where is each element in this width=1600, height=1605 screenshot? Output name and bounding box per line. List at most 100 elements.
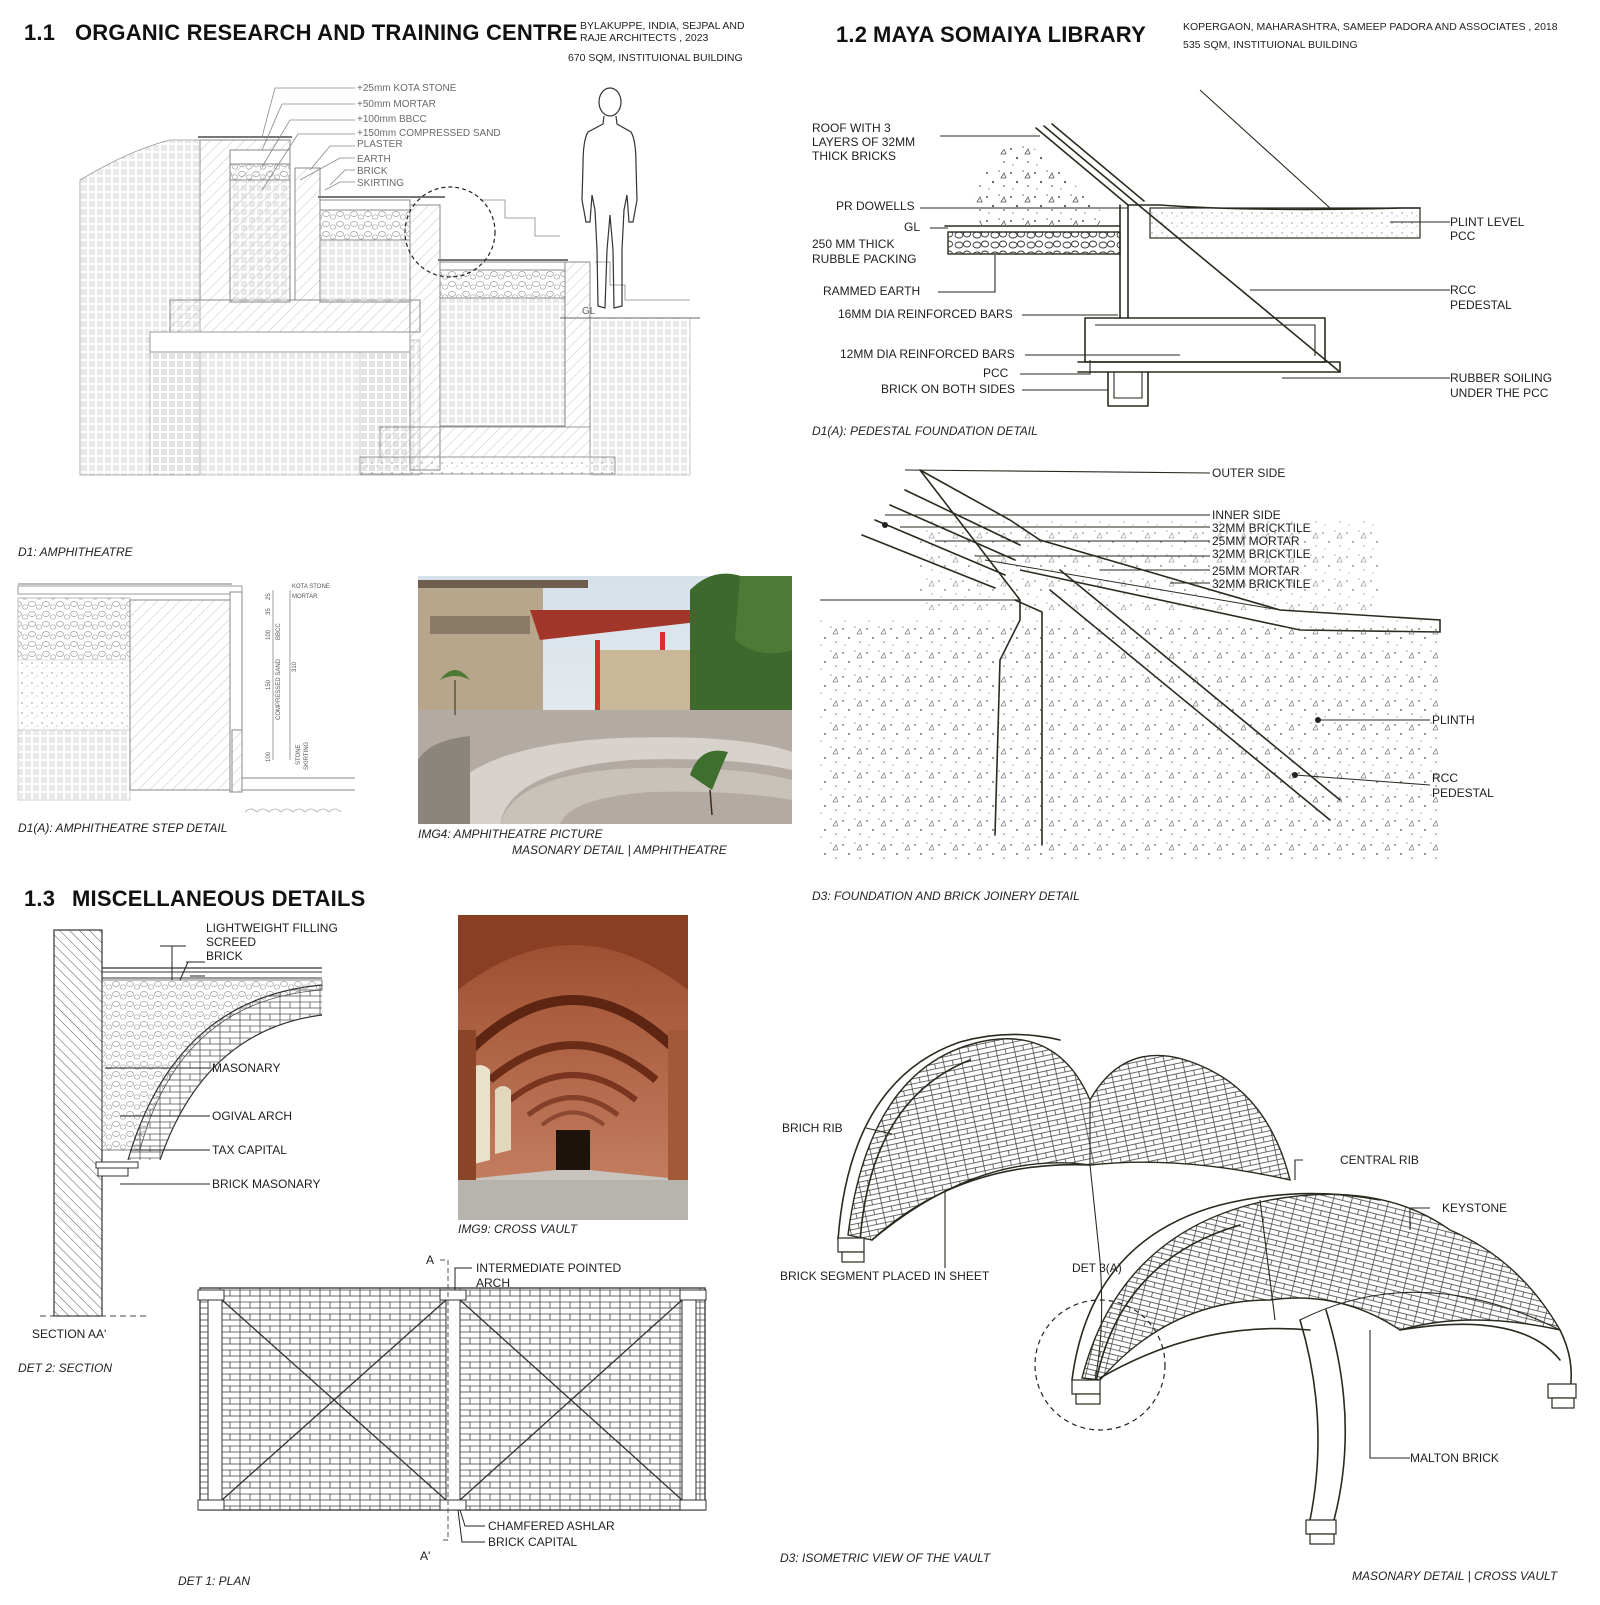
label-rubber-soiling: UNDER THE PCC [1450, 386, 1549, 400]
step-label: BBCC [276, 623, 282, 640]
label-masonary: MASONARY [212, 1061, 280, 1075]
brick-joinery-sketch [820, 469, 1441, 860]
pedestal-foundation-sketch [920, 89, 1450, 407]
label-inner-side: INNER SIDE [1212, 508, 1281, 522]
arch-labels: LIGHTWEIGHT FILLING SCREED BRICK MASONAR… [206, 921, 338, 1191]
label-rubber-soiling: RUBBER SOILING [1450, 371, 1552, 385]
amphitheatre-section-drawing [79, 87, 700, 476]
s3-footer-caption: MASONARY DETAIL | CROSS VAULT [1352, 1569, 1559, 1583]
label-intermediate-arch: INTERMEDIATE POINTED [476, 1261, 621, 1275]
label-plinth: PLINTH [1432, 713, 1475, 727]
label-rcc-pedestal: PEDESTAL [1432, 786, 1494, 800]
label-rcc-pedestal: RCC [1450, 283, 1476, 297]
vault-plan-drawing [197, 1259, 707, 1543]
label-intermediate-arch: ARCH [476, 1276, 510, 1290]
label-lightweight-filling: LIGHTWEIGHT FILLING [206, 921, 338, 935]
step-dimension-labels: 25 35 100 150 310 100 KOTA STONE MORTAR … [266, 584, 330, 770]
label-dowells: PR DOWELLS [836, 199, 915, 213]
label-bricktile: 32MM BRICKTILE [1212, 521, 1311, 535]
s1-meta-line3: 670 SQM, INSTITUIONAL BUILDING [568, 52, 743, 64]
s1-layer-label: +150mm COMPRESSED SAND [357, 128, 501, 139]
label-ogival-arch: OGIVAL ARCH [212, 1109, 292, 1123]
step-dim: 25 [266, 593, 272, 600]
s2-number: 1.2 [836, 22, 867, 47]
label-screed: SCREED [206, 935, 256, 949]
label-gl: GL [904, 220, 920, 234]
label-bricktile: 32MM BRICKTILE [1212, 547, 1311, 561]
cross-vault-photo [458, 915, 688, 1220]
label-roof: ROOF WITH 3 [812, 121, 891, 135]
s3-number: 1.3 [24, 886, 55, 911]
label-rcc-pedestal: RCC [1432, 771, 1458, 785]
label-rubble: RUBBLE PACKING [812, 252, 916, 266]
label-outer-side: OUTER SIDE [1212, 466, 1285, 480]
label-roof: THICK BRICKS [812, 149, 896, 163]
vault-labels: BRICH RIB CENTRAL RIB KEYSTONE BRICK SEG… [780, 1121, 1507, 1465]
s3-caption-det2: DET 2: SECTION [18, 1361, 112, 1375]
joinery-labels: OUTER SIDE INNER SIDE 32MM BRICKTILE 25M… [1212, 466, 1494, 800]
label-roof: LAYERS OF 32MM [812, 135, 915, 149]
s3-caption-img9: IMG9: CROSS VAULT [458, 1222, 579, 1236]
s1-layer-label: PLASTER [357, 139, 403, 150]
label-central-rib: CENTRAL RIB [1340, 1153, 1419, 1167]
label-pcc: PCC [983, 366, 1009, 380]
label-plinth-level: PCC [1450, 229, 1476, 243]
label-brick-segment: BRICK SEGMENT PLACED IN SHEET [780, 1269, 990, 1283]
label-12mm-bars: 12MM DIA REINFORCED BARS [840, 347, 1015, 361]
label-chamfered-ashlar: CHAMFERED ASHLAR [488, 1519, 615, 1533]
section-aa-label: SECTION AA' [32, 1327, 106, 1341]
label-16mm-bars: 16MM DIA REINFORCED BARS [838, 307, 1013, 321]
label-rcc-pedestal: PEDESTAL [1450, 298, 1512, 312]
human-scale-figure [581, 87, 638, 309]
step-label: STONE [296, 744, 302, 765]
step-label: SKIRTING [304, 741, 310, 770]
plan-labels: INTERMEDIATE POINTED ARCH CHAMFERED ASHL… [476, 1261, 621, 1549]
plan-marker-a-prime: A' [420, 1549, 430, 1563]
label-rubble: 250 MM THICK [812, 237, 894, 251]
step-label: COMPRESSED SAND [276, 658, 282, 720]
label-brick-masonary: BRICK MASONARY [212, 1177, 320, 1191]
s2-caption-d3: D3: FOUNDATION AND BRICK JOINERY DETAIL [812, 889, 1080, 903]
label-brick: BRICK [206, 949, 243, 963]
s3-title: MISCELLANEOUS DETAILS [72, 886, 365, 911]
pedestal-right-labels: PLINT LEVEL PCC RCC PEDESTAL RUBBER SOIL… [1450, 215, 1552, 400]
label-plinth-level: PLINT LEVEL [1450, 215, 1525, 229]
s1-layer-label: +50mm MORTAR [357, 99, 436, 110]
s2-title: MAYA SOMAIYA LIBRARY [873, 22, 1146, 47]
pedestal-left-labels: ROOF WITH 3 LAYERS OF 32MM THICK BRICKS … [812, 121, 1015, 396]
label-rammed-earth: RAMMED EARTH [823, 284, 920, 298]
label-malton-brick: MALTON BRICK [1410, 1451, 1499, 1465]
step-dim: 310 [292, 661, 298, 672]
label-tax-capital: TAX CAPITAL [212, 1143, 287, 1157]
s1-caption-d1: D1: AMPHITHEATRE [18, 545, 134, 559]
label-mortar: 25MM MORTAR [1212, 564, 1300, 578]
s1-layer-label: EARTH [357, 154, 391, 165]
plan-marker-a: A [426, 1253, 434, 1267]
step-dim: 100 [266, 629, 272, 640]
label-brick-capital: BRICK CAPITAL [488, 1535, 577, 1549]
s1-layer-label: +100mm BBCC [357, 114, 427, 125]
s1-ground-level: GL [582, 306, 596, 317]
s1-layer-label: +25mm KOTA STONE [357, 83, 457, 94]
label-det-3a: DET 3(A) [1072, 1261, 1122, 1275]
amphitheatre-step-detail-drawing [17, 583, 355, 813]
s2-meta-line2: 535 SQM, INSTITUIONAL BUILDING [1183, 39, 1358, 51]
s2-meta-line1: KOPERGAON, MAHARASHTRA, SAMEEP PADORA AN… [1183, 21, 1558, 33]
step-label: MORTAR [292, 594, 318, 600]
label-brick-sides: BRICK ON BOTH SIDES [881, 382, 1015, 396]
s1-footer-caption: MASONARY DETAIL | AMPHITHEATRE [512, 843, 728, 857]
step-dim: 35 [266, 608, 272, 615]
s3-caption-det1: DET 1: PLAN [178, 1574, 250, 1588]
s2-caption-d1a: D1(A): PEDESTAL FOUNDATION DETAIL [812, 424, 1038, 438]
label-bricktile: 32MM BRICKTILE [1212, 577, 1311, 591]
s1-caption-d1a: D1(A): AMPHITHEATRE STEP DETAIL [18, 821, 227, 835]
s1-meta-line2: RAJE ARCHITECTS , 2023 [580, 32, 709, 44]
step-label: KOTA STONE [292, 584, 330, 590]
s3-caption-isometric: D3: ISOMETRIC VIEW OF THE VAULT [780, 1551, 992, 1565]
s1-layer-label: BRICK [357, 166, 388, 177]
step-dim: 100 [266, 751, 272, 762]
isometric-vault-drawing [837, 1033, 1577, 1545]
amphitheatre-photo [418, 573, 792, 824]
s1-title: ORGANIC RESEARCH AND TRAINING CENTRE [75, 20, 578, 45]
